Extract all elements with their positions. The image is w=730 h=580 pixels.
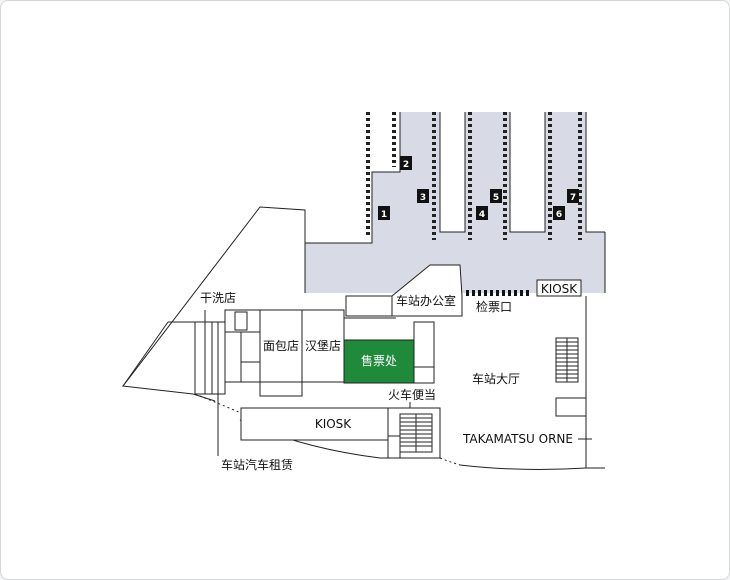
building-outline-east (585, 296, 605, 469)
track-1-badge: 1 (378, 206, 390, 220)
track-4-label: 4 (479, 210, 485, 220)
ticket-gate-barriers (466, 290, 529, 296)
track-2-badge: 2 (400, 156, 412, 170)
track-1-label: 1 (381, 210, 387, 220)
track-2-label: 2 (403, 160, 409, 170)
track-4-badge: 4 (476, 206, 488, 220)
car-rental-zone (194, 321, 226, 395)
car-rental-label: 车站汽车租赁 (221, 457, 293, 472)
east-stairs (555, 337, 579, 383)
orne-label: TAKAMATSU ORNE (462, 432, 573, 446)
rails (366, 112, 582, 240)
shop-block (224, 309, 345, 397)
bakery-label: 面包店 (263, 339, 299, 353)
track-3-label: 3 (420, 193, 426, 203)
building-outline-west (122, 206, 306, 395)
ticket-office-room (343, 339, 415, 384)
track-7-label: 7 (570, 193, 576, 203)
ticket-office-label: 售票处 (361, 353, 397, 368)
concourse-label: 车站大厅 (472, 371, 520, 386)
outline-south-east-dotted (439, 457, 461, 466)
track-5-badge: 5 (490, 189, 502, 203)
kiosk-bottom-label: KIOSK (315, 417, 352, 431)
track-6-label: 6 (556, 210, 562, 220)
outline-south-east-curve (459, 464, 587, 470)
track-3-badge: 3 (417, 189, 429, 203)
track-5-label: 5 (493, 193, 499, 203)
ticket-gate-label: 检票口 (476, 299, 512, 314)
bakery-room (259, 309, 303, 383)
bento-label: 火车便当 (388, 387, 436, 402)
east-small-room (555, 397, 587, 417)
track-7-badge: 7 (567, 189, 579, 203)
laundry-label: 干洗店 (200, 291, 236, 305)
kiosk-bottom-box (240, 407, 389, 441)
kiosk-top-label: KIOSK (541, 282, 578, 296)
kiosk-top-box (536, 279, 582, 297)
station-office-label: 车站办公室 (396, 293, 456, 308)
bento-stairs (387, 402, 441, 459)
burger-label: 汉堡店 (305, 338, 341, 353)
track-6-badge: 6 (553, 206, 565, 220)
